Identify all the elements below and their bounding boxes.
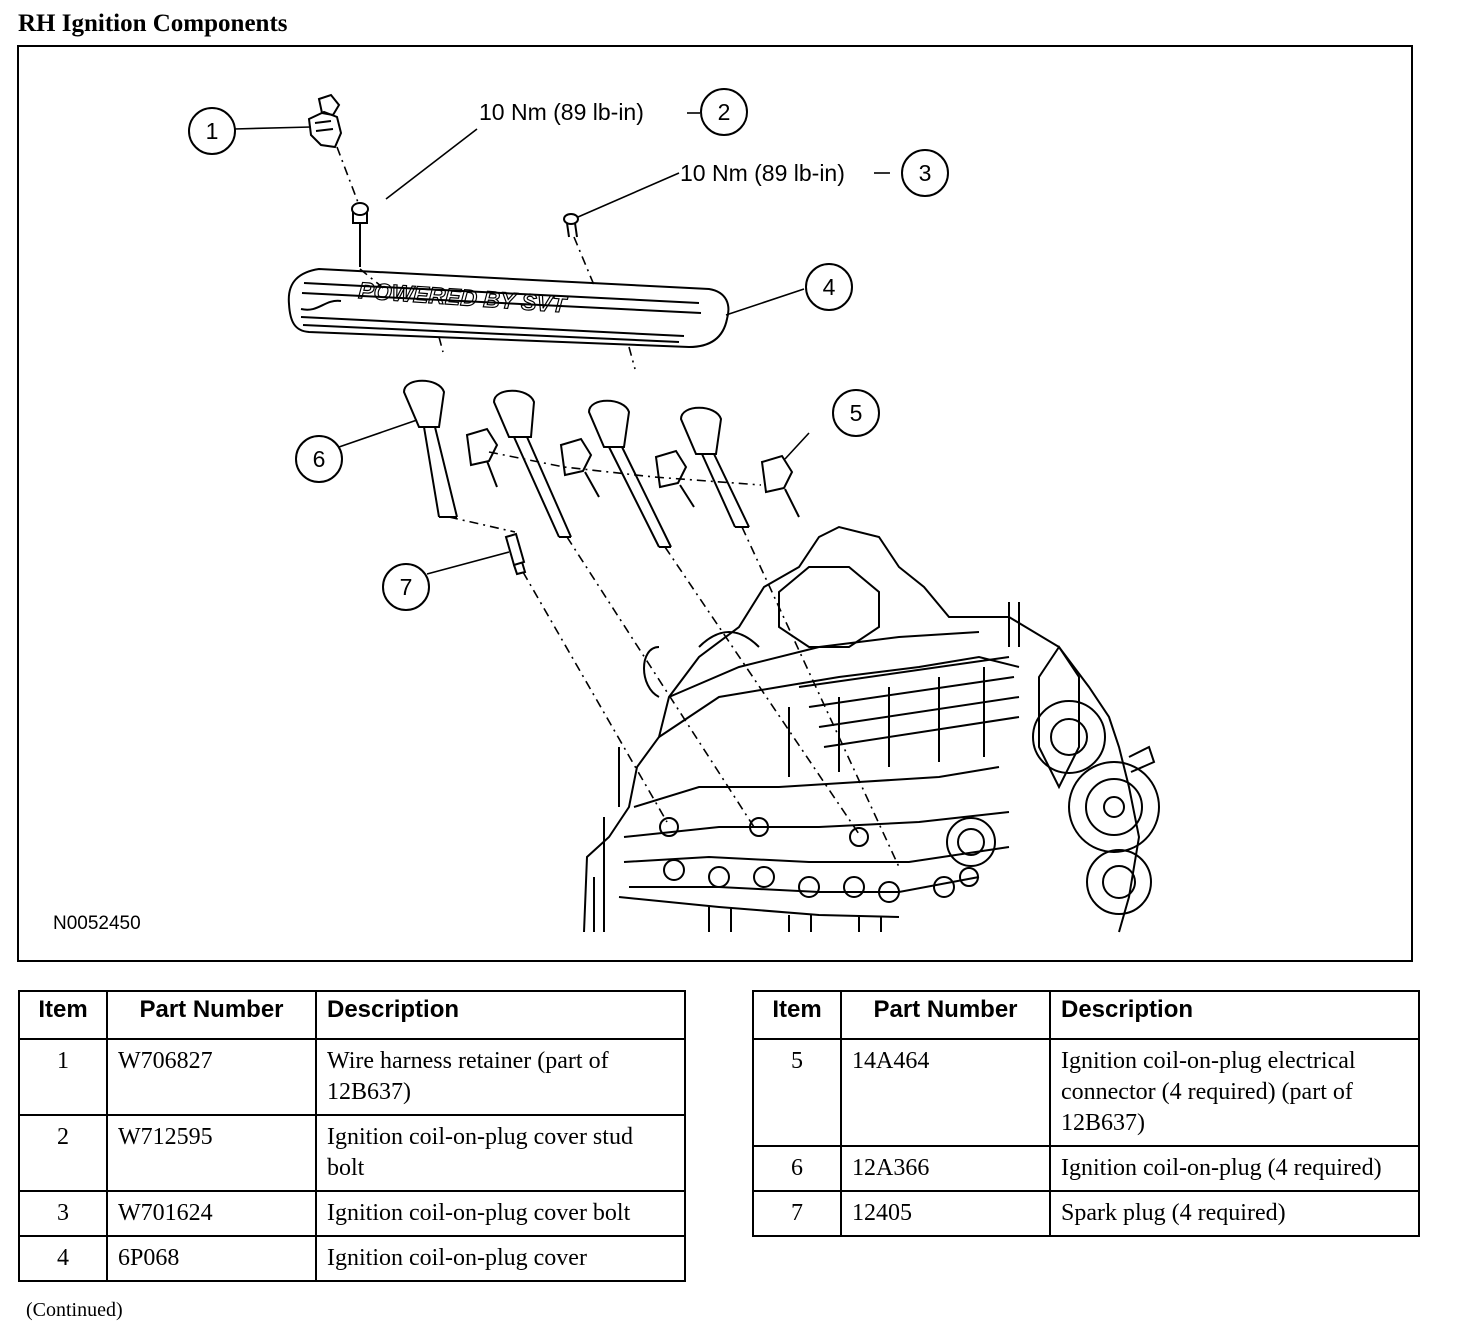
row-item: 4 (18, 1235, 108, 1282)
table-row: 7 12405 Spark plug (4 required) (752, 1190, 1420, 1237)
row-part-number: W712595 (106, 1114, 317, 1192)
callout-6-number: 6 (313, 446, 326, 472)
figure-code: N0052450 (53, 913, 141, 934)
coil-on-plug-illustration (402, 379, 750, 548)
engine-illustration (583, 525, 1160, 933)
cover-stud-bolt-illustration (351, 202, 369, 267)
wire-harness-retainer-illustration (307, 93, 343, 149)
row-part-number: W701624 (106, 1190, 317, 1237)
callout-7-number: 7 (400, 574, 413, 600)
callout-1-number: 1 (206, 118, 219, 144)
coil-cover-illustration (287, 267, 730, 349)
callout-4-number: 4 (823, 274, 836, 300)
table-row: 3 W701624 Ignition coil-on-plug cover bo… (18, 1190, 686, 1237)
table-row: 5 14A464 Ignition coil-on-plug electrica… (752, 1038, 1420, 1147)
table-row: 4 6P068 Ignition coil-on-plug cover (18, 1235, 686, 1282)
table-row: 2 W712595 Ignition coil-on-plug cover st… (18, 1114, 686, 1192)
exploded-view-figure: POWERED BY SVT (17, 45, 1413, 962)
alignment-lines (336, 146, 900, 868)
row-description: Ignition coil-on-plug electrical connect… (1049, 1038, 1420, 1147)
row-description: Spark plug (4 required) (1049, 1190, 1420, 1237)
ignition-components-illustration: POWERED BY SVT (188, 88, 1160, 933)
table-row: 1 W706827 Wire harness retainer (part of… (18, 1038, 686, 1116)
row-item: 3 (18, 1190, 108, 1237)
row-part-number: 14A464 (840, 1038, 1051, 1147)
row-part-number: 6P068 (106, 1235, 317, 1282)
header-description: Description (315, 990, 686, 1040)
row-description: Ignition coil-on-plug cover bolt (315, 1190, 686, 1237)
callout-5-number: 5 (850, 400, 863, 426)
callout-3-torque-label: 10 Nm (89 lb-in) (680, 160, 845, 186)
cover-bolt-illustration (563, 213, 579, 238)
callout-2-number: 2 (718, 99, 731, 125)
row-item: 6 (752, 1145, 842, 1192)
header-item: Item (752, 990, 842, 1040)
row-description: Ignition coil-on-plug (4 required) (1049, 1145, 1420, 1192)
row-description: Ignition coil-on-plug cover (315, 1235, 686, 1282)
callout-2-torque-label: 10 Nm (89 lb-in) (479, 99, 644, 125)
parts-table-left: Item Part Number Description 1 W706827 W… (18, 990, 686, 1282)
spark-plug-illustration (504, 532, 527, 576)
continued-note: (Continued) (26, 1299, 123, 1321)
row-item: 7 (752, 1190, 842, 1237)
cover-embossed-text: POWERED BY SVT (358, 277, 569, 318)
parts-table-right: Item Part Number Description 5 14A464 Ig… (752, 990, 1420, 1237)
row-item: 5 (752, 1038, 842, 1147)
header-item: Item (18, 990, 108, 1040)
callout-3-number: 3 (919, 160, 932, 186)
header-description: Description (1049, 990, 1420, 1040)
row-part-number: W706827 (106, 1038, 317, 1116)
table-header-row: Item Part Number Description (752, 990, 1420, 1040)
header-part-number: Part Number (840, 990, 1051, 1040)
row-part-number: 12A366 (840, 1145, 1051, 1192)
row-part-number: 12405 (840, 1190, 1051, 1237)
table-header-row: Item Part Number Description (18, 990, 686, 1040)
table-row: 6 12A366 Ignition coil-on-plug (4 requir… (752, 1145, 1420, 1192)
row-item: 2 (18, 1114, 108, 1192)
row-description: Ignition coil-on-plug cover stud bolt (315, 1114, 686, 1192)
callout-circles (188, 88, 949, 611)
row-description: Wire harness retainer (part of 12B637) (315, 1038, 686, 1116)
page-title: RH Ignition Components (18, 10, 288, 37)
leader-lines (233, 112, 890, 575)
electrical-connector-illustration (465, 427, 800, 518)
row-item: 1 (18, 1038, 108, 1116)
header-part-number: Part Number (106, 990, 317, 1040)
